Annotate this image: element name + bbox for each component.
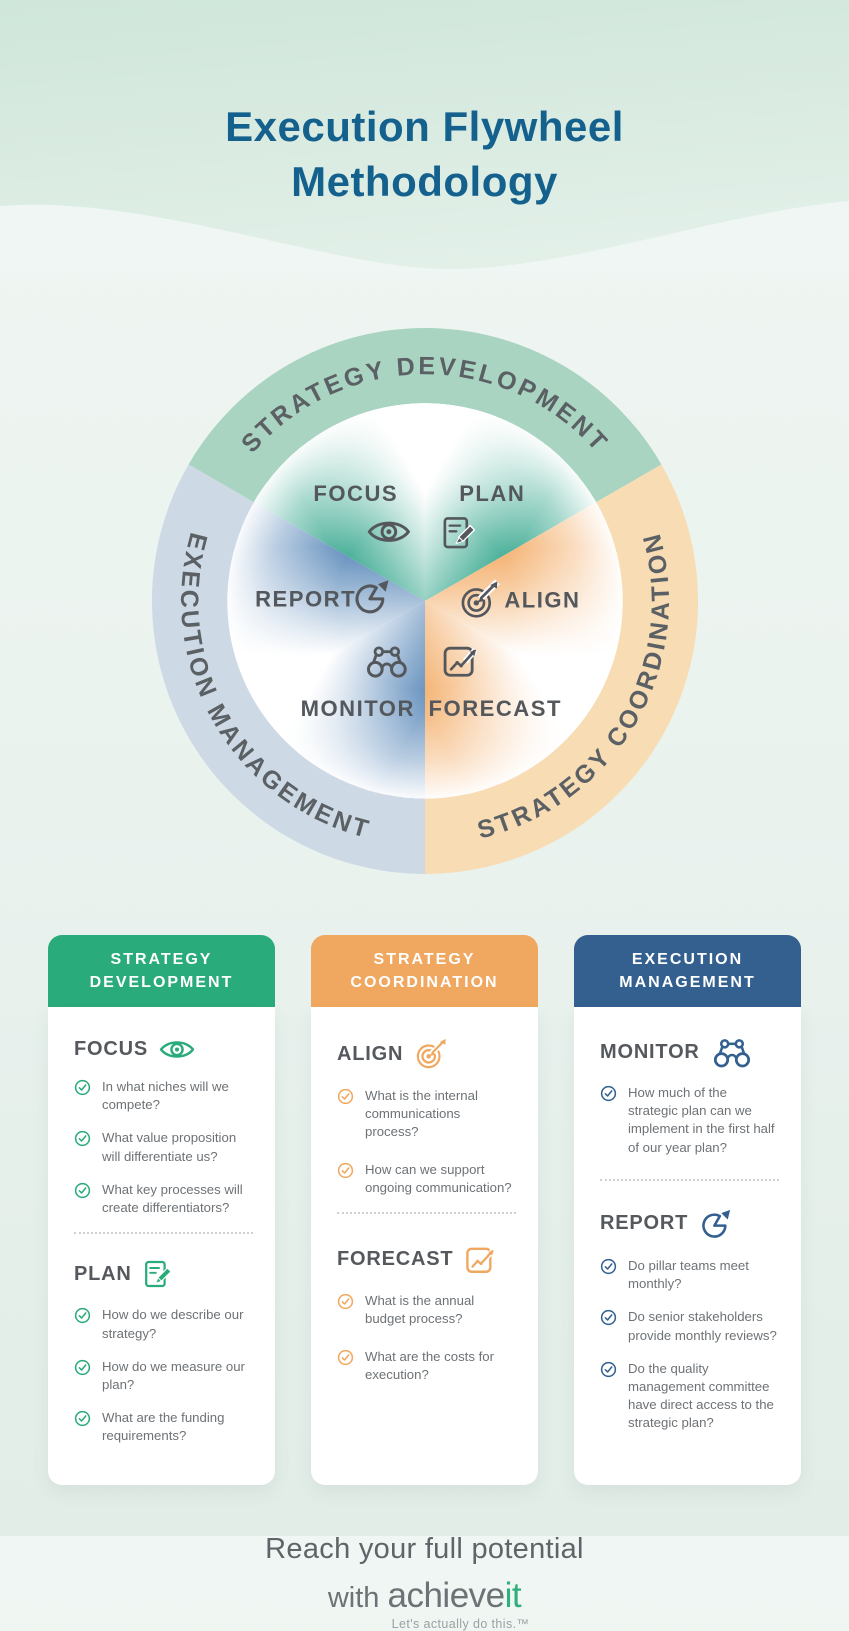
dotted-divider xyxy=(74,1232,253,1235)
section-title-label: MONITOR xyxy=(600,1041,700,1063)
card-header-line1: STRATEGY xyxy=(110,950,213,968)
ring-segment-strategy-coordination xyxy=(424,464,698,874)
check-circle-icon xyxy=(337,1349,354,1366)
wedge-label-focus: FOCUS xyxy=(313,481,398,506)
card-body: MONITOR How much of the strategic plan c… xyxy=(574,1007,801,1485)
list-item: How do we describe our strategy? xyxy=(74,1306,253,1342)
card-header-line1: EXECUTION xyxy=(631,950,744,968)
list-item: What value proposition will differentiat… xyxy=(74,1129,253,1165)
wedge-label-report: REPORT xyxy=(255,586,356,611)
card-body: ALIGN What is the internal communication… xyxy=(311,1007,538,1485)
check-circle-icon xyxy=(600,1309,617,1326)
list-item: Do pillar teams meet monthly? xyxy=(600,1257,779,1293)
check-circle-icon xyxy=(337,1088,354,1105)
page-title-line1: Execution Flywheel xyxy=(225,103,624,150)
document-pencil-icon xyxy=(143,1258,175,1290)
eye-icon xyxy=(159,1037,195,1062)
card-header-line2: COORDINATION xyxy=(350,974,499,991)
check-circle-icon xyxy=(74,1359,91,1376)
detail-cards: STRATEGY DEVELOPMENT FOCUS In what niche… xyxy=(48,935,801,1485)
wedge-label-forecast: FORECAST xyxy=(428,696,561,721)
check-circle-icon xyxy=(600,1258,617,1275)
pie-chart-icon xyxy=(699,1207,733,1241)
card-execution-management: EXECUTION MANAGEMENT MONITOR How much of… xyxy=(574,935,801,1485)
list-item: How much of the strategic plan can we im… xyxy=(600,1084,779,1157)
section-title-label: FORECAST xyxy=(337,1247,454,1270)
check-circle-icon xyxy=(74,1079,91,1096)
wedge-label-monitor: MONITOR xyxy=(300,696,414,721)
card-header-line1: STRATEGY xyxy=(373,950,476,968)
section-title-forecast: FORECAST xyxy=(337,1242,516,1276)
check-circle-icon xyxy=(337,1162,354,1179)
flywheel-wedges xyxy=(226,403,623,799)
hero-banner: Execution Flywheel Methodology xyxy=(0,0,849,271)
dotted-divider xyxy=(337,1212,516,1215)
flywheel-outer-ring xyxy=(151,327,698,874)
list-item: How do we measure our plan? xyxy=(74,1358,253,1394)
section-title-label: FOCUS xyxy=(74,1038,148,1060)
card-strategy-development: STRATEGY DEVELOPMENT FOCUS In what niche… xyxy=(48,935,275,1485)
brand-logo: achieveit xyxy=(387,1575,522,1615)
list-item: Do the quality management committee have… xyxy=(600,1360,779,1433)
check-circle-icon xyxy=(74,1182,91,1199)
brand-slogan: Let's actually do this.™ xyxy=(391,1616,530,1631)
page-title: Execution Flywheel Methodology xyxy=(0,0,849,209)
list-item: In what niches will we compete? xyxy=(74,1078,253,1114)
list-item: What is the annual budget process? xyxy=(337,1292,516,1328)
wedge-label-plan: PLAN xyxy=(459,481,525,506)
check-circle-icon xyxy=(74,1410,91,1427)
section-title-monitor: MONITOR xyxy=(600,1037,779,1068)
list-item: How can we support ongoing communication… xyxy=(337,1161,516,1197)
card-body: FOCUS In what niches will we compete? Wh… xyxy=(48,1007,275,1485)
list-item: What are the funding requirements? xyxy=(74,1409,253,1445)
ring-segment-execution-management xyxy=(151,464,425,874)
page-title-line2: Methodology xyxy=(291,157,558,205)
check-circle-icon xyxy=(600,1361,617,1378)
check-circle-icon xyxy=(337,1293,354,1310)
card-strategy-coordination: STRATEGY COORDINATION ALIGN What is the … xyxy=(311,935,538,1485)
section-title-focus: FOCUS xyxy=(74,1037,253,1062)
check-circle-icon xyxy=(600,1085,617,1102)
list-item: Do senior stakeholders provide monthly r… xyxy=(600,1308,779,1344)
check-circle-icon xyxy=(74,1130,91,1147)
footer-brand-line: with achieveit xyxy=(0,1576,849,1616)
card-header-strategy-development: STRATEGY DEVELOPMENT xyxy=(48,935,275,1007)
card-header-execution-management: EXECUTION MANAGEMENT xyxy=(574,935,801,1007)
list-item: What is the internal communications proc… xyxy=(337,1087,516,1142)
flywheel-wedge-labels: FOCUS PLAN ALIGN FORECAST MONITOR REPORT xyxy=(255,481,580,721)
wave-divider xyxy=(0,201,849,271)
section-title-report: REPORT xyxy=(600,1207,779,1241)
list-item: What key processes will create different… xyxy=(74,1181,253,1217)
section-title-align: ALIGN xyxy=(337,1037,516,1071)
check-circle-icon xyxy=(74,1307,91,1324)
footer-with-word: with xyxy=(327,1581,380,1614)
card-header-line2: DEVELOPMENT xyxy=(89,974,234,991)
section-title-label: ALIGN xyxy=(337,1042,404,1065)
card-header-line2: MANAGEMENT xyxy=(619,974,756,991)
section-title-label: PLAN xyxy=(74,1262,132,1285)
list-item: What are the costs for execution? xyxy=(337,1348,516,1384)
flywheel-section: FOCUS PLAN ALIGN FORECAST MONITOR REPORT… xyxy=(0,320,849,882)
dotted-divider xyxy=(600,1178,779,1181)
target-dart-icon xyxy=(414,1037,448,1071)
ring-segment-strategy-development xyxy=(188,327,661,503)
footer: Reach your full potential with achieveit… xyxy=(0,1533,849,1631)
footer-tagline-main: Reach your full potential xyxy=(265,1532,584,1565)
brand-logo-it: it xyxy=(504,1575,522,1615)
binoculars-icon xyxy=(711,1037,753,1068)
flywheel-diagram: FOCUS PLAN ALIGN FORECAST MONITOR REPORT… xyxy=(151,327,698,874)
chart-arrow-icon xyxy=(464,1242,498,1276)
wedge-label-align: ALIGN xyxy=(504,587,580,612)
section-title-plan: PLAN xyxy=(74,1258,253,1290)
card-header-strategy-coordination: STRATEGY COORDINATION xyxy=(311,935,538,1007)
section-title-label: REPORT xyxy=(600,1212,689,1235)
